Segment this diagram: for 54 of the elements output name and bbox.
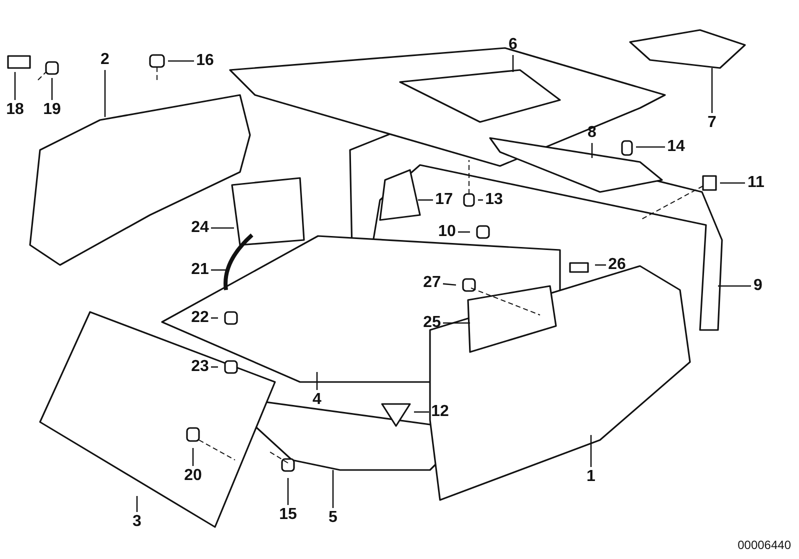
leader-line: [14, 72, 16, 100]
leader-line: [443, 322, 470, 324]
leader-line: [211, 366, 218, 368]
callout-number: 18: [5, 101, 25, 119]
callout-number: 21: [190, 261, 210, 279]
leader-line: [636, 146, 665, 148]
callout-number: 14: [666, 138, 686, 156]
callout-number: 2: [99, 51, 111, 69]
callout-number: 19: [42, 101, 62, 119]
callout-number: 1: [585, 468, 597, 486]
leader-line: [332, 470, 334, 508]
leader-line: [418, 199, 433, 201]
callout-number: 6: [507, 36, 519, 54]
leader-line: [478, 199, 483, 201]
leader-line: [591, 143, 593, 158]
callout-number: 22: [190, 309, 210, 327]
callout-number: 17: [434, 191, 454, 209]
leader-line: [316, 372, 318, 390]
leader-line: [287, 478, 289, 505]
callout-number: 3: [131, 513, 143, 531]
callout-number: 15: [278, 506, 298, 524]
callout-number: 23: [190, 358, 210, 376]
callout-number: 27: [422, 274, 442, 292]
callout-number: 5: [327, 509, 339, 527]
callout-number: 10: [437, 223, 457, 241]
callout-number: 16: [195, 52, 215, 70]
leader-line: [51, 78, 53, 100]
callout-number: 13: [484, 191, 504, 209]
callout-number: 26: [607, 256, 627, 274]
callout-number: 24: [190, 219, 210, 237]
leader-line: [414, 411, 429, 413]
callout-number: 7: [706, 114, 718, 132]
leader-line: [590, 435, 592, 467]
callout-number: 4: [311, 391, 323, 409]
leader-line: [192, 448, 194, 466]
leader-line: [711, 68, 713, 113]
leader-line: [211, 317, 218, 319]
callout-number: 9: [752, 277, 764, 295]
callout-number: 12: [430, 403, 450, 421]
leader-line: [595, 264, 606, 266]
leader-line: [211, 227, 234, 229]
callout-number: 25: [422, 314, 442, 332]
callout-number: 20: [183, 467, 203, 485]
leader-line: [168, 60, 194, 62]
callout-number: 11: [746, 174, 766, 192]
leader-line: [136, 496, 138, 512]
leader-line: [442, 283, 456, 286]
leader-line: [211, 269, 226, 271]
leader-line: [512, 55, 514, 72]
leader-line: [720, 182, 745, 184]
leader-line: [458, 231, 470, 233]
leader-line: [718, 285, 751, 287]
drawing-number: 00006440: [738, 538, 791, 552]
leader-line: [104, 70, 106, 117]
